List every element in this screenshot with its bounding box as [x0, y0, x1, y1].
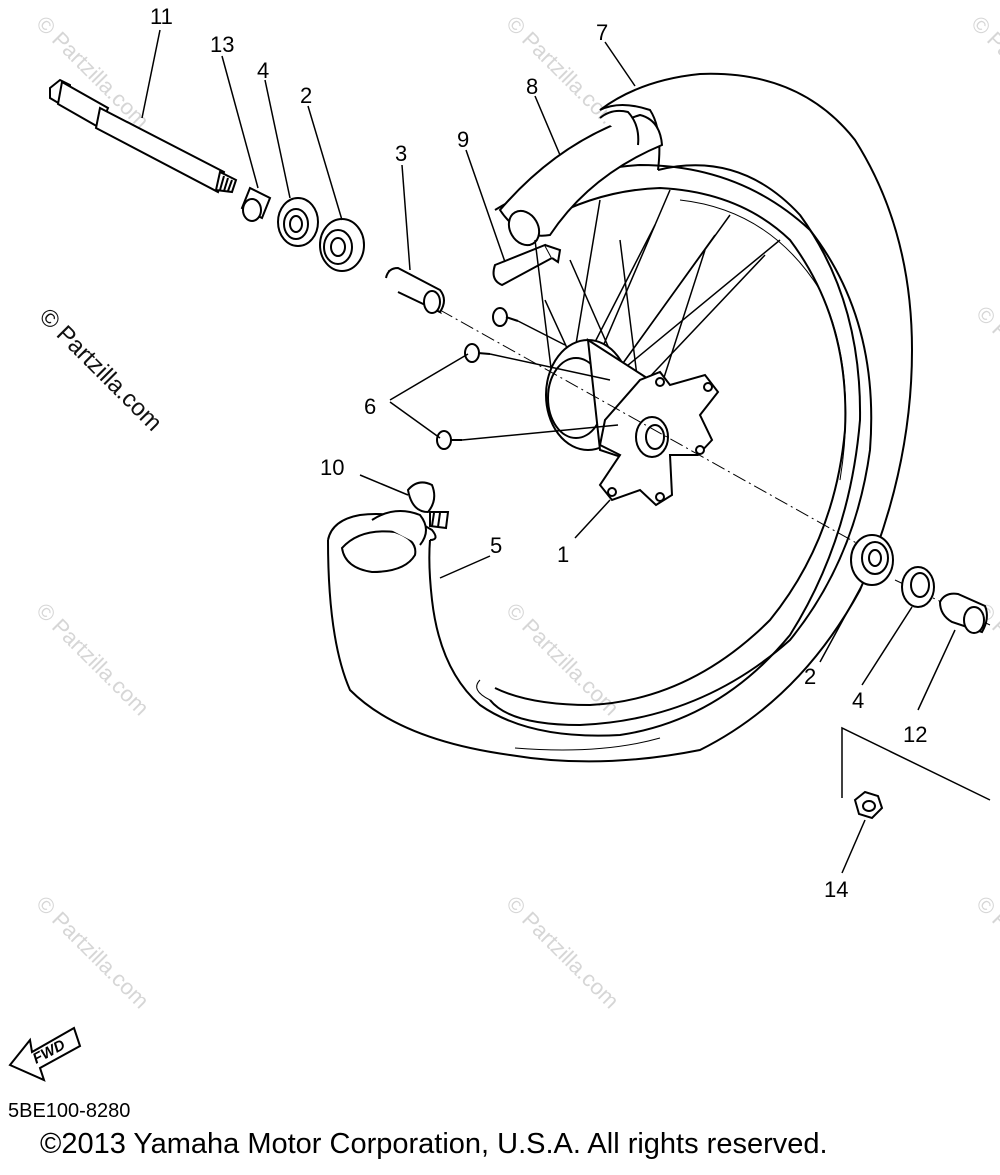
diagram-code: 5BE100-8280	[8, 1100, 131, 1122]
tube-valve	[371, 481, 450, 546]
nut-bracket	[841, 726, 991, 801]
watermark-tile: © Partzilla.com	[966, 11, 1000, 134]
valve	[492, 243, 562, 287]
watermark-tile: © Partzilla.com	[971, 891, 1000, 1014]
spacer	[385, 266, 445, 315]
watermark-tile: © Partzilla.com	[971, 301, 1000, 424]
side-watermark: © Partzilla.com	[34, 303, 167, 436]
callout-10: 10	[320, 455, 344, 480]
axle	[49, 78, 238, 194]
collar-right	[938, 592, 988, 634]
leader-lines	[141, 29, 956, 874]
callout-12: 12	[903, 722, 927, 747]
callout-1: 1	[557, 542, 569, 567]
watermark-tile: © Partzilla.com	[31, 598, 154, 721]
bearing-right	[850, 534, 894, 586]
nut	[853, 790, 884, 820]
callout-2-right: 2	[804, 664, 816, 689]
callout-8: 8	[526, 74, 538, 99]
watermark-tile: © Partzilla.com	[31, 891, 154, 1014]
hub	[545, 338, 720, 507]
callout-13: 13	[210, 32, 234, 57]
oil-seal-left	[277, 197, 319, 247]
callout-numbers: 11 13 4 2 3 9 8 7 6 10 5 1 2 4 12 14	[150, 4, 927, 902]
bearing-left	[319, 218, 365, 272]
rim-band	[498, 109, 664, 247]
copyright-notice: ©2013 Yamaha Motor Corporation, U.S.A. A…	[40, 1128, 828, 1160]
callout-9: 9	[457, 127, 469, 152]
callout-6: 6	[364, 394, 376, 419]
callout-11: 11	[150, 4, 173, 29]
callout-2: 2	[300, 83, 312, 108]
bolts	[436, 307, 519, 450]
callout-3: 3	[395, 141, 407, 166]
bolt-leaders	[461, 320, 619, 441]
oil-seal-right	[901, 566, 935, 608]
collar	[240, 186, 272, 222]
callout-4-right: 4	[852, 688, 864, 713]
callout-7: 7	[596, 20, 608, 45]
watermark-tile: © Partzilla.com	[501, 891, 624, 1014]
callout-4: 4	[257, 58, 269, 83]
rim	[476, 163, 873, 727]
watermark-tile: © Partzilla.com	[501, 598, 624, 721]
callout-5: 5	[490, 533, 502, 558]
callout-14: 14	[824, 877, 848, 902]
fwd-arrow: FWD	[8, 1026, 82, 1082]
